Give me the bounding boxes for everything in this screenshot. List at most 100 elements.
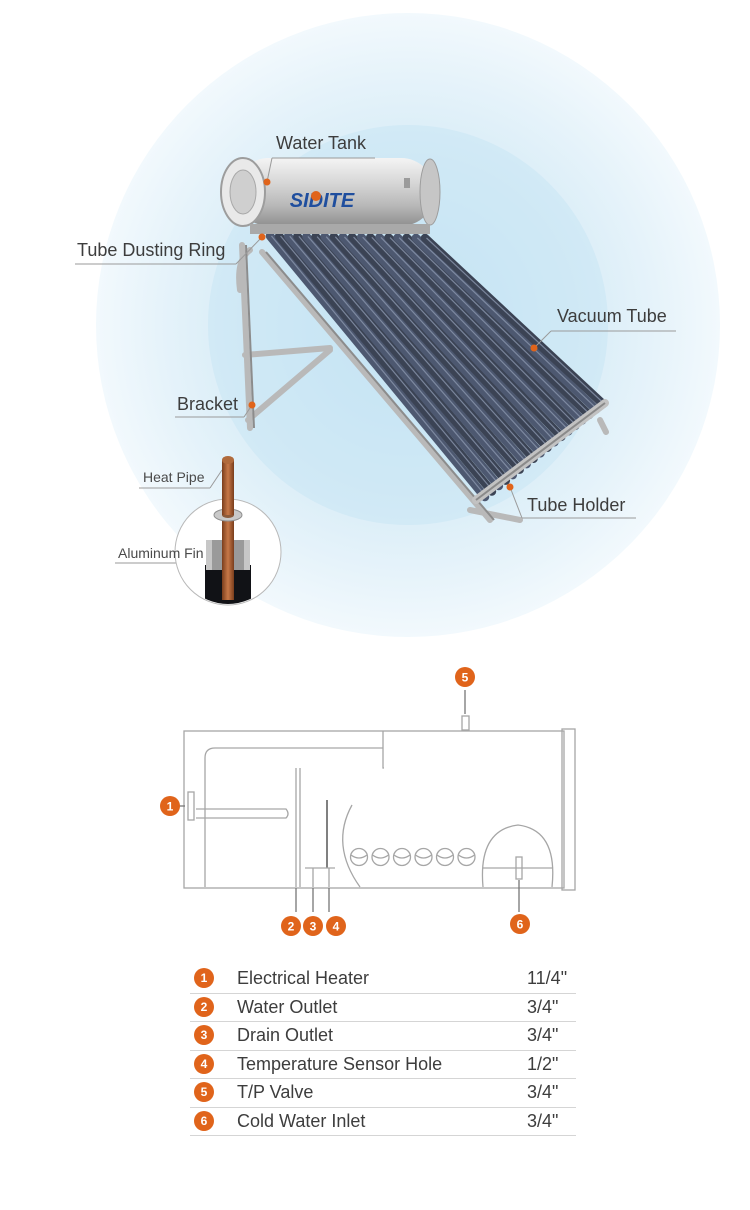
vacuum-tube — [402, 233, 594, 420]
spec-name: Water Outlet — [237, 996, 338, 1017]
vacuum-tube-highlight — [289, 235, 501, 487]
vacuum-tube-highlight — [307, 236, 515, 476]
vacuum-tube-highlight — [426, 237, 605, 405]
baffle-curve — [458, 854, 475, 859]
baffle-curve — [415, 854, 432, 859]
diagram-marker-label: 5 — [462, 671, 469, 685]
spec-name: Cold Water Inlet — [237, 1110, 366, 1131]
diagram-marker-label: 6 — [517, 918, 524, 932]
spec-number-badge: 6 — [194, 1110, 214, 1131]
diagram-marker-label: 4 — [333, 920, 340, 934]
diagram-marker-label: 2 — [288, 920, 295, 934]
vacuum-tube — [420, 233, 608, 409]
vacuum-tube — [384, 233, 580, 431]
spec-size: 3/4" — [527, 996, 559, 1017]
spec-size: 1/2" — [527, 1053, 559, 1074]
label-bracket: Bracket — [177, 394, 239, 414]
baffle-curve — [436, 854, 454, 859]
diagram-marker-label: 3 — [310, 920, 317, 934]
spec-table: 1 Electrical Heater 11/4" 2 Water Outlet… — [190, 965, 576, 1136]
bracket-frame — [236, 242, 609, 523]
baffle-circle — [349, 847, 369, 867]
spec-name: T/P Valve — [237, 1082, 314, 1102]
label-vacuum-tube: Vacuum Tube — [557, 306, 667, 326]
spec-row: 1 Electrical Heater 11/4" — [190, 965, 576, 994]
vacuum-tube — [393, 233, 587, 425]
spec-name: Drain Outlet — [237, 1025, 334, 1045]
diagram-marker-6 — [510, 914, 530, 934]
spec-size: 3/4" — [527, 1110, 559, 1131]
spec-size: 3/4" — [527, 1082, 559, 1102]
product-illustration: SIDITE — [75, 13, 720, 637]
baffle-curve — [372, 854, 389, 859]
spec-number-badge: 2 — [194, 996, 214, 1017]
vacuum-tube — [302, 232, 518, 480]
vacuum-tube-highlight — [371, 236, 564, 438]
baffle-circle — [371, 847, 390, 867]
vacuum-tubes — [265, 231, 608, 502]
label-tube-holder: Tube Holder — [527, 495, 626, 515]
vacuum-tube — [320, 232, 531, 469]
vacuum-tube — [375, 233, 573, 436]
vacuum-tube — [411, 233, 601, 414]
vacuum-tube-highlight — [298, 235, 508, 481]
vacuum-tube-highlight — [325, 236, 529, 465]
vacuum-tube-highlight — [380, 236, 571, 432]
vacuum-tube-highlight — [389, 237, 578, 427]
spec-number-badge: 1 — [194, 968, 214, 988]
vacuum-tube-highlight — [343, 236, 543, 454]
heat-pipe-inset — [174, 456, 282, 606]
baffle-circle — [414, 847, 433, 867]
vacuum-tube — [347, 232, 552, 453]
logo-flame-icon — [311, 191, 321, 201]
brand-logo: SIDITE — [290, 190, 355, 212]
baffle-curve — [350, 854, 368, 859]
vacuum-tube-highlight — [280, 235, 494, 492]
vacuum-tube-highlight — [271, 235, 487, 498]
spec-number-badge: 3 — [194, 1025, 214, 1045]
vacuum-tube — [356, 232, 559, 447]
baffle-circle — [392, 847, 412, 867]
label-water-tank: Water Tank — [276, 133, 367, 153]
spec-row: 3 Drain Outlet 3/4" — [190, 1022, 576, 1051]
label-tube-dusting-ring: Tube Dusting Ring — [77, 240, 226, 260]
spec-name: Temperature Sensor Hole — [237, 1053, 443, 1074]
diagram-marker-5 — [455, 667, 475, 687]
vacuum-tube — [283, 231, 504, 491]
label-aluminum-fin: Aluminum Fin — [118, 545, 204, 561]
spec-number-badge: 4 — [194, 1053, 214, 1074]
vacuum-tube — [293, 232, 511, 485]
vacuum-tube — [366, 233, 566, 442]
diagram-marker-4 — [326, 916, 346, 936]
vacuum-tube-highlight — [407, 237, 592, 416]
vacuum-tube-highlight — [316, 236, 522, 471]
vacuum-tube — [311, 232, 524, 474]
label-heat-pipe: Heat Pipe — [143, 469, 205, 485]
vacuum-tube — [338, 232, 545, 458]
spec-row: 4 Temperature Sensor Hole 1/2" — [190, 1051, 576, 1079]
diagram-marker-label: 1 — [167, 800, 174, 814]
baffle-curve — [393, 854, 411, 859]
spec-name: Electrical Heater — [237, 968, 370, 988]
vacuum-tube-highlight — [362, 236, 557, 443]
diagram-marker-2 — [281, 916, 301, 936]
vacuum-tube-highlight — [416, 237, 598, 410]
vacuum-tube — [329, 232, 538, 463]
callout-dots — [248, 178, 538, 491]
vacuum-tube — [265, 231, 490, 502]
vacuum-tube-highlight — [334, 236, 536, 460]
spec-size: 11/4" — [527, 968, 568, 988]
tank-cross-section: 1 2 3 4 5 6 — [160, 667, 576, 936]
baffle-circle — [457, 847, 476, 867]
spec-number-badge: 5 — [194, 1082, 214, 1102]
spec-row: 5 T/P Valve 3/4" — [190, 1079, 576, 1108]
vacuum-tube-highlight — [398, 237, 585, 421]
spec-size: 3/4" — [527, 1025, 559, 1045]
vacuum-tube — [274, 231, 497, 496]
water-tank — [220, 157, 441, 234]
baffle-circle — [435, 847, 455, 867]
spec-row: 2 Water Outlet 3/4" — [190, 994, 576, 1022]
diagram-marker-3 — [303, 916, 323, 936]
spec-row: 6 Cold Water Inlet 3/4" — [190, 1108, 576, 1136]
diagram-marker-1 — [160, 796, 180, 816]
